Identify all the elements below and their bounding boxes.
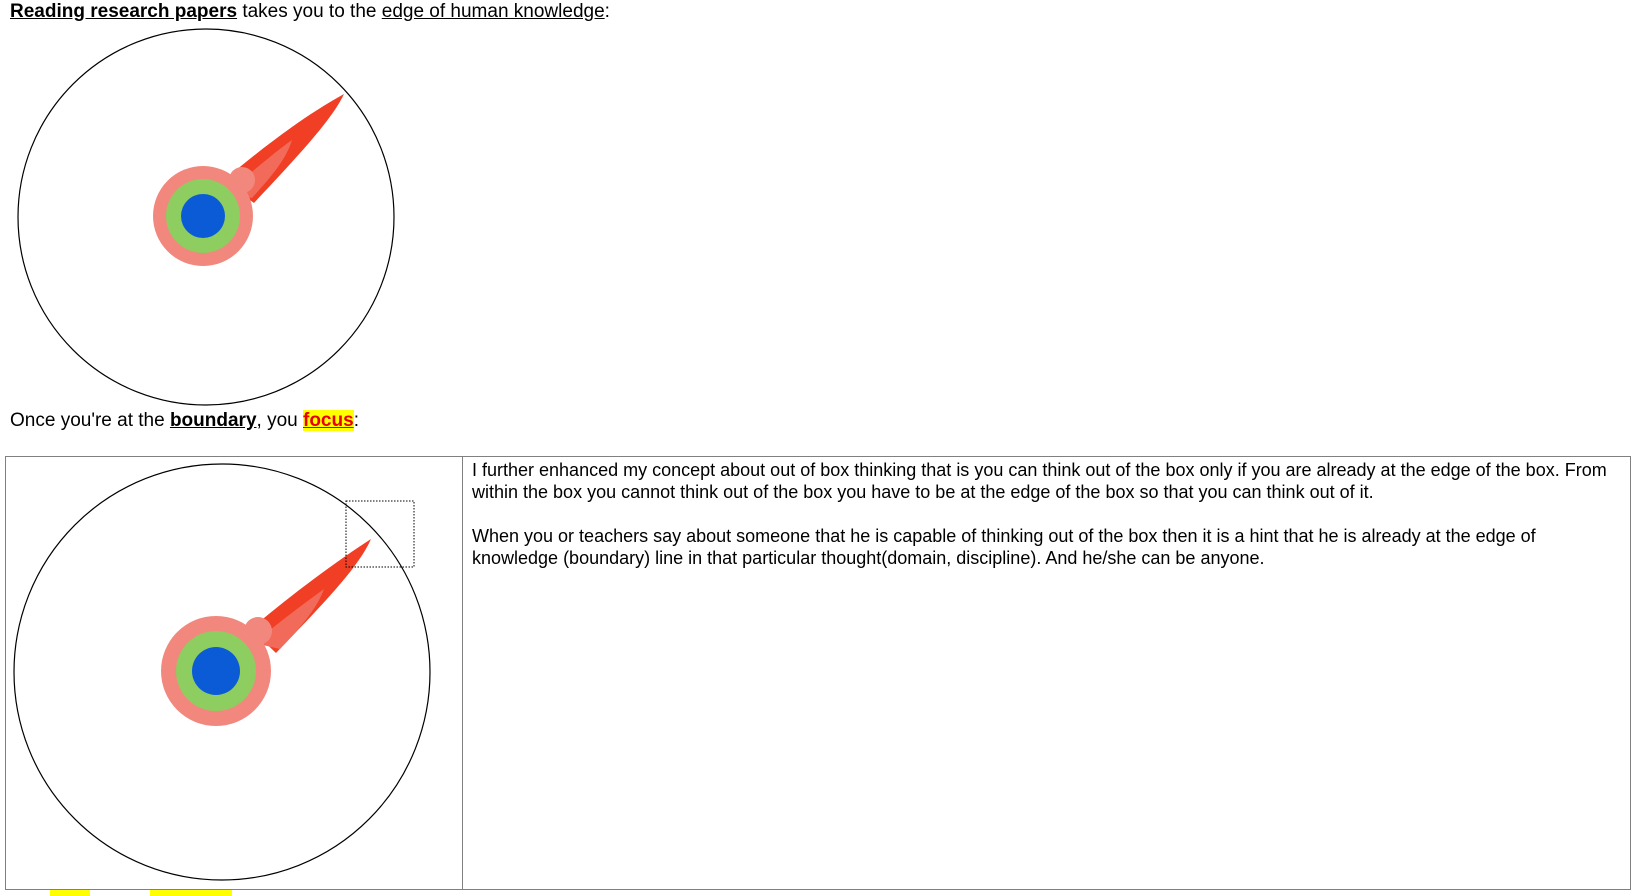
diagram-knowledge-circle-2 [13, 463, 431, 881]
paragraph-out-of-box: I further enhanced my concept about out … [472, 460, 1607, 502]
heading2-end-text: : [353, 410, 359, 431]
core-circle [192, 647, 240, 695]
focus-zoom-box [345, 500, 415, 568]
heading2-start-text: Once you're at the [10, 410, 170, 431]
heading-boundary-focus: Once you're at the boundary, you focus: [10, 409, 359, 433]
heading2-mid-text: , you [256, 410, 303, 431]
heading1-mid-text: takes you to the [237, 1, 382, 22]
heading1-end-text: : [604, 1, 610, 22]
explanation-cell: I further enhanced my concept about out … [472, 459, 1612, 591]
core-circle [181, 194, 225, 238]
spike-root [229, 167, 255, 193]
focus-highlight: focus [303, 410, 354, 431]
boundary-table: I further enhanced my concept about out … [5, 456, 1631, 890]
paragraph-teachers: When you or teachers say about someone t… [472, 526, 1536, 568]
link-reading-research-papers[interactable]: Reading research papers [10, 1, 238, 22]
table-column-divider [462, 457, 463, 889]
boundary-text: boundary [169, 410, 257, 431]
heading-reading-papers: Reading research papers takes you to the… [10, 0, 610, 24]
diagram-knowledge-circle-1 [17, 28, 395, 406]
human-knowledge-circle [13, 463, 431, 881]
link-edge-of-human-knowledge[interactable]: edge of human knowledge [381, 1, 605, 22]
highlight-fragment-1 [50, 890, 90, 896]
highlight-fragment-2 [150, 890, 232, 896]
human-knowledge-circle [17, 28, 395, 406]
next-line-cutoff [10, 890, 310, 896]
spike-root [244, 617, 272, 645]
